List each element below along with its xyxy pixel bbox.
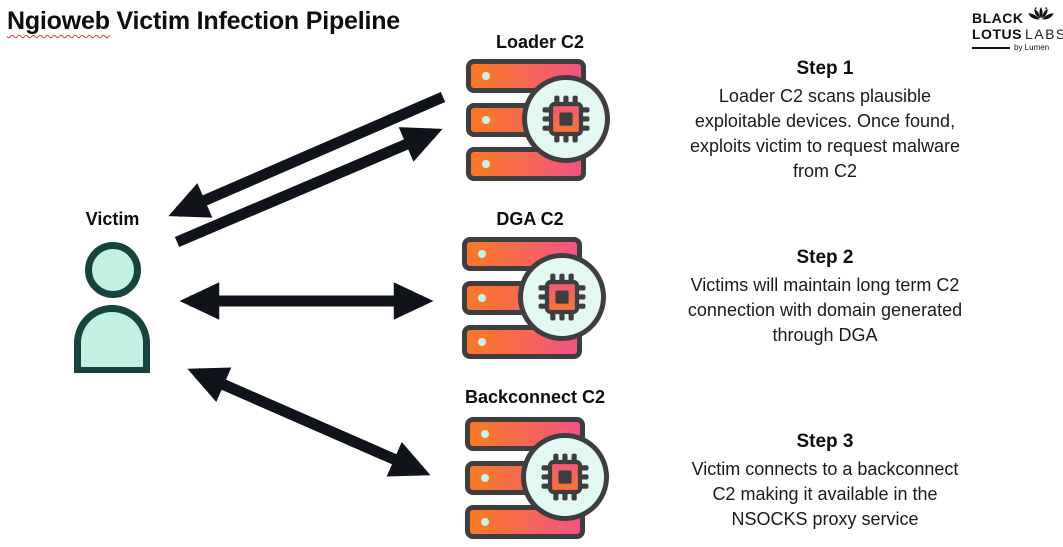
cpu-chip-icon [522, 75, 610, 163]
logo-byline: by Lumen [1014, 43, 1050, 52]
logo-text-labs: LABS™ [1024, 26, 1063, 42]
logo-text-lotus: LOTUS [972, 26, 1022, 42]
step-1-heading: Step 1 [796, 58, 854, 79]
title-word-flagged: Ngioweb [7, 7, 110, 35]
black-lotus-labs-logo: BLACK LOTUS LABS™ by Lumen [972, 6, 1063, 52]
server-rack-bar [462, 325, 582, 359]
arrow-victim-backconnect-two-way [187, 367, 431, 477]
dga-c2-server-icon [462, 237, 606, 369]
step-3-body: Victim connects to a backconnect C2 maki… [691, 459, 959, 529]
victim-label: Victim [85, 209, 140, 229]
person-body [74, 305, 150, 373]
cpu-chip-icon [521, 433, 609, 521]
arrow-loader-to-victim [168, 91, 446, 218]
step-1-body: Loader C2 scans plausible exploitable de… [689, 86, 961, 181]
lotus-icon [1027, 7, 1054, 20]
step-3-heading: Step 3 [796, 431, 854, 452]
step-2-body: Victims will maintain long term C2 conne… [687, 275, 963, 345]
arrow-victim-to-loader [174, 127, 443, 248]
loader-c2-server-icon [466, 59, 610, 191]
backconnect-c2-label: Backconnect C2 [464, 387, 606, 407]
step-1-block: Step 1 Loader C2 scans plausible exploit… [653, 58, 997, 184]
logo-text-black: BLACK [972, 10, 1024, 26]
server-rack-bar [466, 147, 586, 181]
title-rest: Victim Infection Pipeline [116, 7, 401, 35]
dga-c2-label: DGA C2 [496, 209, 564, 229]
person-head [85, 242, 141, 298]
step-3-block: Step 3 Victim connects to a backconnect … [653, 431, 997, 532]
step-2-heading: Step 2 [796, 247, 854, 268]
page-title: Ngioweb Victim Infection Pipeline [7, 7, 400, 36]
cpu-chip-icon [518, 253, 606, 341]
step-2-block: Step 2 Victims will maintain long term C… [653, 247, 997, 348]
backconnect-c2-server-icon [465, 417, 609, 547]
logo-divider [972, 47, 1010, 49]
server-rack-bar [465, 505, 585, 539]
loader-c2-label: Loader C2 [495, 32, 585, 52]
person-icon [74, 242, 152, 373]
